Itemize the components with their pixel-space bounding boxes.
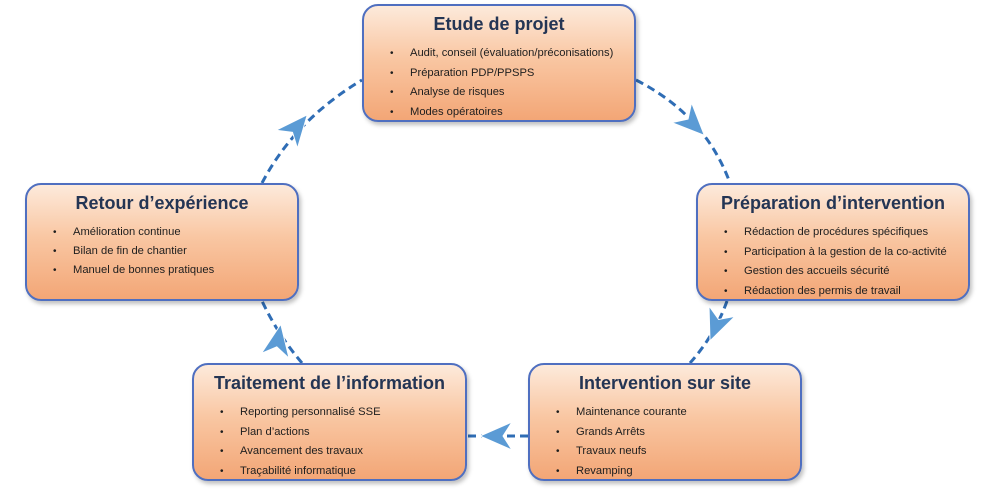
stage-item-list: Rédaction de procédures spécifiques Part… — [710, 223, 956, 301]
list-item: Audit, conseil (évaluation/préconisation… — [390, 44, 622, 64]
chevron-arrow-icon — [274, 113, 309, 150]
list-item: Traçabilité informatique — [220, 462, 453, 482]
list-item: Plan d’actions — [220, 423, 453, 443]
list-item: Maintenance courante — [556, 403, 788, 423]
stage-etude-de-projet: Etude de projet Audit, conseil (évaluati… — [362, 4, 636, 122]
list-item: Préparation PDP/PPSPS — [390, 64, 622, 84]
list-item: Rédaction des permis de travail — [724, 282, 956, 302]
stage-title: Retour d’expérience — [75, 193, 249, 213]
stage-retour-experience: Retour d’expérience Amélioration continu… — [25, 183, 299, 301]
list-item: Modes opératoires — [390, 103, 622, 123]
list-item: Rédaction de procédures spécifiques — [724, 223, 956, 243]
list-item: Avancement des travaux — [220, 442, 453, 462]
list-item: Revamping — [556, 462, 788, 482]
list-item: Manuel de bonnes pratiques — [53, 261, 285, 280]
stage-item-list: Amélioration continue Bilan de fin de ch… — [39, 223, 285, 280]
stage-item-list: Audit, conseil (évaluation/préconisation… — [376, 44, 622, 122]
stage-title: Traitement de l’information — [213, 373, 446, 393]
list-item: Reporting personnalisé SSE — [220, 403, 453, 423]
stage-item-list: Maintenance courante Grands Arrêts Trava… — [542, 403, 788, 481]
list-item: Travaux neufs — [556, 442, 788, 462]
list-item: Grands Arrêts — [556, 423, 788, 443]
connector-retour-to-etude — [260, 78, 363, 184]
list-item: Analyse de risques — [390, 83, 622, 103]
stage-title: Préparation d’intervention — [720, 193, 946, 213]
stage-intervention-sur-site: Intervention sur site Maintenance couran… — [528, 363, 802, 481]
connector-traitement-to-retour — [260, 300, 304, 364]
chevron-arrow-icon — [478, 420, 514, 452]
list-item: Participation à la gestion de la co-acti… — [724, 243, 956, 263]
connector-preparation-to-intervention — [688, 300, 729, 364]
chevron-arrow-icon — [670, 101, 706, 137]
stage-preparation-intervention: Préparation d’intervention Rédaction de … — [696, 183, 970, 301]
chevron-arrow-icon — [260, 323, 290, 360]
stage-traitement-information: Traitement de l’information Reporting pe… — [192, 363, 467, 481]
list-item: Bilan de fin de chantier — [53, 242, 285, 261]
chevron-arrow-icon — [708, 304, 737, 342]
stage-item-list: Reporting personnalisé SSE Plan d’action… — [206, 403, 453, 481]
stage-title: Etude de projet — [433, 14, 565, 34]
stage-title: Intervention sur site — [578, 373, 752, 393]
connector-etude-to-preparation — [635, 78, 732, 184]
list-item: Amélioration continue — [53, 223, 285, 242]
list-item: Gestion des accueils sécurité — [724, 262, 956, 282]
